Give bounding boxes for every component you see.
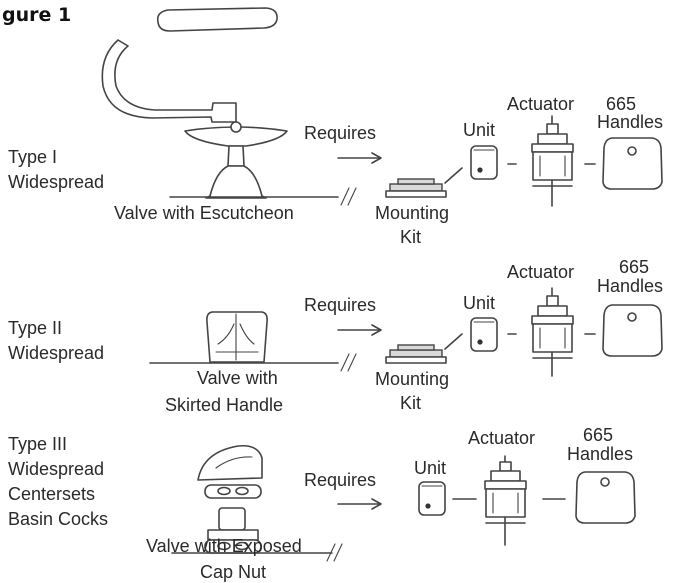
type-2-handle-icon — [602, 304, 663, 357]
type-3-handles-label-2: Handles — [567, 444, 633, 464]
type-2-handles-label-2: Handles — [597, 276, 663, 296]
skirted-handle-valve-icon — [206, 311, 268, 363]
type-1-handles-label-1: 665 — [606, 94, 636, 114]
type-3-requires-label: Requires — [304, 470, 376, 490]
escutcheon-valve-icon — [184, 121, 288, 199]
type-3-unit-icon — [418, 481, 446, 516]
type-1-unit-icon — [470, 145, 498, 180]
type-2-valve-caption-2: Skirted Handle — [165, 395, 283, 415]
type-1-valve-caption: Valve with Escutcheon — [114, 203, 294, 223]
type-1-mounting-kit-label-1: Mounting — [375, 203, 449, 223]
type-2-mounting-kit-icon — [385, 344, 447, 364]
type-3-valve-caption-2: Cap Nut — [200, 562, 266, 582]
type-1-kit-connector — [444, 167, 463, 184]
type-3-handle-icon — [575, 471, 636, 524]
type-1-mounting-kit-icon — [385, 178, 447, 198]
type-2-label-line-1: Type II — [8, 318, 62, 338]
lever-spout-icon — [101, 39, 237, 123]
type-1-unit-label: Unit — [463, 120, 495, 140]
row-type-1: Type I Widespread Valve with Escutcheon … — [8, 7, 663, 247]
cap-nut-valve-icon — [197, 444, 263, 554]
type-1-requires-arrow-icon — [337, 152, 382, 164]
type-2-requires-label: Requires — [304, 295, 376, 315]
type-2-requires-arrow-icon — [337, 324, 382, 336]
type-3-requires-arrow-icon — [337, 498, 382, 510]
type-2-handles-label-1: 665 — [619, 257, 649, 277]
type-1-mounting-kit-label-2: Kit — [400, 227, 421, 247]
type-2-valve-caption-1: Valve with — [197, 368, 278, 388]
row-type-2: Type II Widespread Valve with Skirted Ha… — [8, 257, 663, 415]
figure-title: gure 1 — [2, 4, 71, 26]
type-3-unit-label: Unit — [414, 458, 446, 478]
type-3-valve-caption-1: Valve with Exposed — [146, 536, 302, 556]
type-2-unit-label: Unit — [463, 293, 495, 313]
type-3-label-line-4: Basin Cocks — [8, 509, 108, 529]
type-1-requires-label: Requires — [304, 123, 376, 143]
type-1-handle-icon — [602, 137, 663, 190]
break-mark-2 — [340, 353, 357, 372]
type-1-label-line-1: Type I — [8, 147, 57, 167]
type-3-actuator-label: Actuator — [468, 428, 535, 448]
row-type-3: Type III Widespread Centersets Basin Coc… — [8, 425, 636, 582]
type-3-label-line-2: Widespread — [8, 459, 104, 479]
type-2-label-line-2: Widespread — [8, 343, 104, 363]
type-2-kit-connector — [444, 333, 463, 350]
type-3-actuator-icon — [484, 455, 527, 546]
type-2-actuator-icon — [531, 287, 574, 377]
type-3-label-line-1: Type III — [8, 434, 67, 454]
type-1-label-line-2: Widespread — [8, 172, 104, 192]
type-1-actuator-icon — [531, 115, 574, 207]
break-mark-3 — [326, 543, 343, 562]
lever-handle-top-icon — [156, 7, 278, 32]
type-2-unit-icon — [470, 317, 498, 352]
type-3-handles-label-1: 665 — [583, 425, 613, 445]
break-mark-1 — [340, 187, 357, 206]
type-2-actuator-label: Actuator — [507, 262, 574, 282]
type-1-actuator-label: Actuator — [507, 94, 574, 114]
type-2-mounting-kit-label-2: Kit — [400, 393, 421, 413]
type-2-mounting-kit-label-1: Mounting — [375, 369, 449, 389]
type-3-label-line-3: Centersets — [8, 484, 95, 504]
type-1-handles-label-2: Handles — [597, 112, 663, 132]
